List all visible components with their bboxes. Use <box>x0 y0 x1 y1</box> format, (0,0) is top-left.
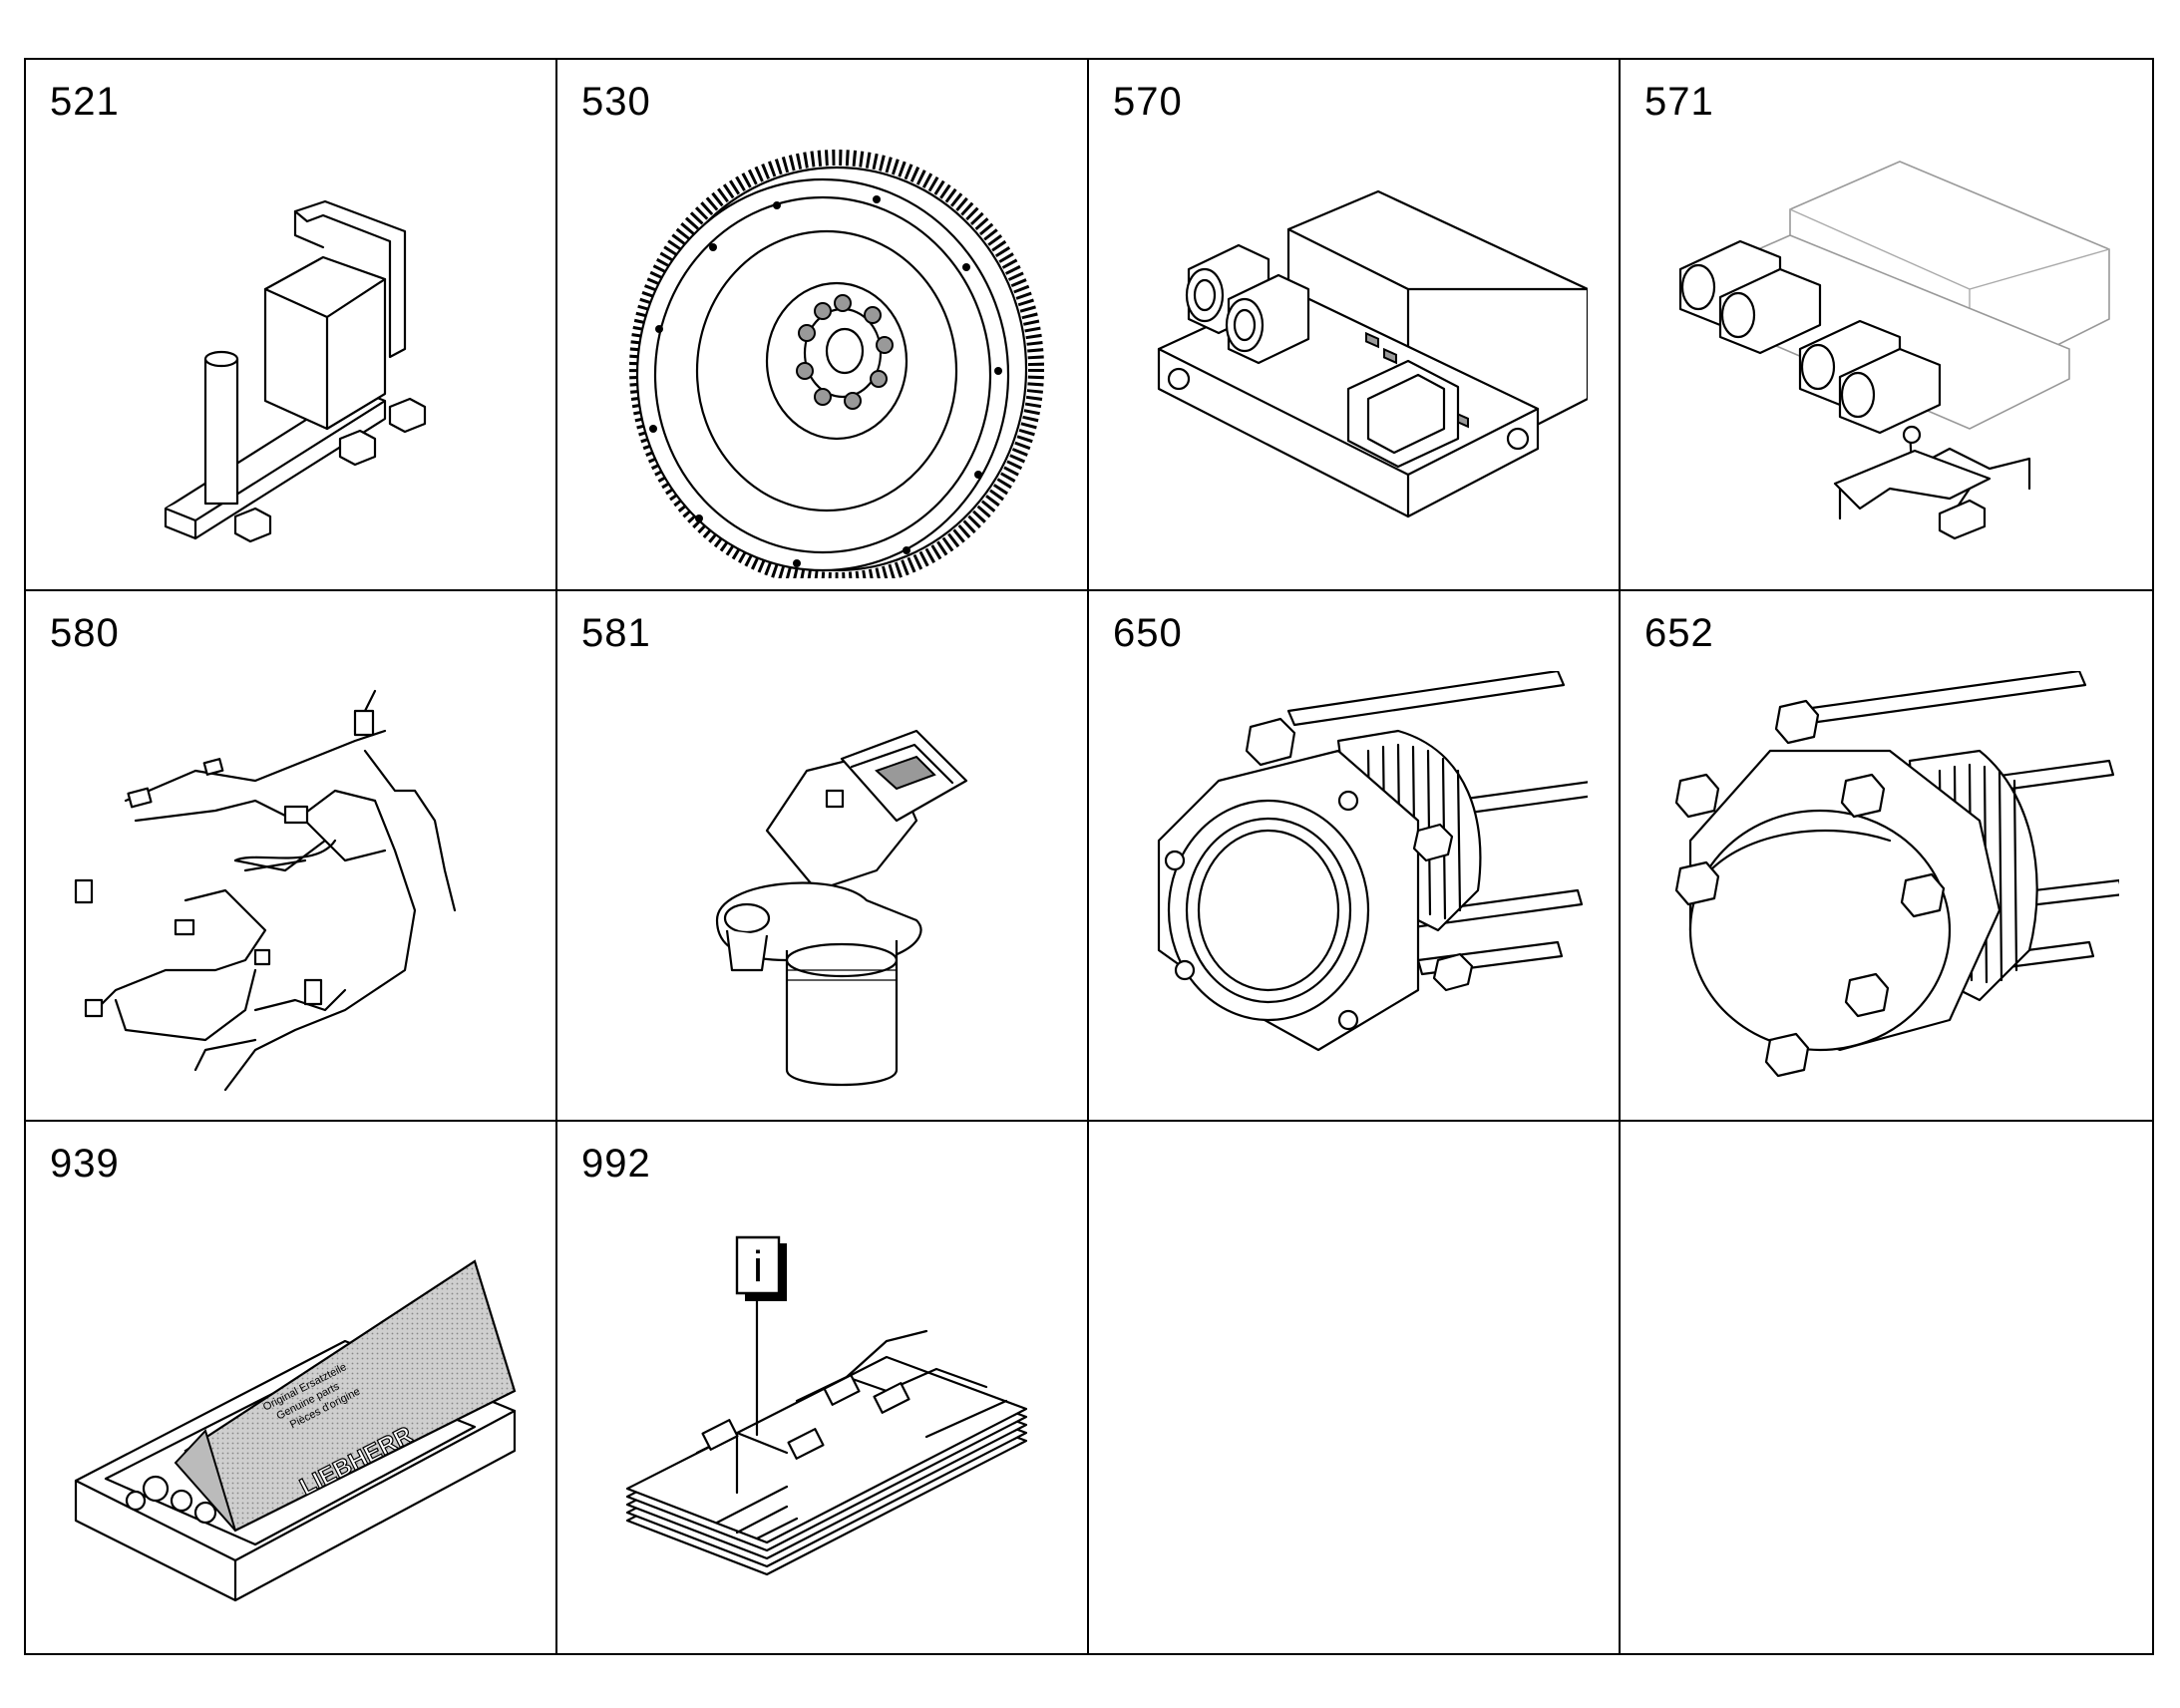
pump-drive-icon <box>1119 671 1588 1110</box>
catalog-cell-580[interactable]: 580 <box>26 590 557 1123</box>
catalog-cell-521[interactable]: 521 <box>26 60 557 591</box>
catalog-cell-939[interactable]: 939 <box>26 1122 557 1653</box>
cell-number: 650 <box>1113 610 1183 655</box>
wiring-harness-icon <box>56 671 525 1110</box>
cell-number: 581 <box>581 610 651 655</box>
cell-number: 571 <box>1644 80 1714 124</box>
cell-number: 992 <box>581 1142 651 1187</box>
catalog-cell-empty <box>1089 1122 1621 1653</box>
cell-number: 652 <box>1644 610 1714 655</box>
info-mark: i <box>753 1242 763 1291</box>
parts-catalog-grid: 521 530 <box>24 58 2154 1655</box>
catalog-cell-992[interactable]: 992 <box>557 1122 1089 1653</box>
speed-sensor-icon <box>587 671 1056 1110</box>
catalog-cell-571[interactable]: 571 <box>1621 60 2152 591</box>
documentation-icon: i <box>587 1201 1056 1640</box>
cell-number: 570 <box>1113 80 1183 124</box>
parts-kit-box-icon: Original Ersatzteile Genuine parts Pièce… <box>56 1201 525 1640</box>
flywheel-icon <box>587 140 1056 578</box>
cell-number: 521 <box>50 80 120 124</box>
cell-number: 580 <box>50 610 120 655</box>
catalog-cell-570[interactable]: 570 <box>1089 60 1621 591</box>
pump-drive-cover-icon <box>1650 671 2119 1110</box>
control-unit-icon <box>1119 140 1588 578</box>
catalog-cell-581[interactable]: 581 <box>557 590 1089 1123</box>
catalog-cell-650[interactable]: 650 <box>1089 590 1621 1123</box>
catalog-cell-652[interactable]: 652 <box>1621 591 2152 1123</box>
cell-number: 530 <box>581 80 651 124</box>
cell-number: 939 <box>50 1142 120 1187</box>
catalog-cell-empty <box>1621 1122 2152 1653</box>
control-unit-mounting-icon <box>1650 140 2119 578</box>
bracket-icon <box>56 140 525 578</box>
catalog-cell-530[interactable]: 530 <box>557 60 1089 591</box>
